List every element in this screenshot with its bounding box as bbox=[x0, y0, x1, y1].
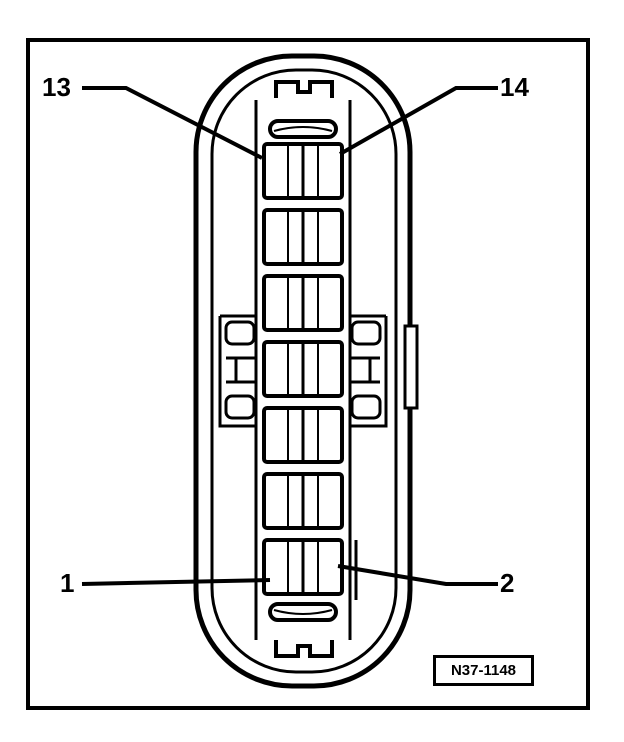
cavity-row-1 bbox=[262, 538, 344, 596]
pin-label-14: 14 bbox=[500, 72, 529, 102]
figure-border bbox=[26, 38, 590, 710]
connector-housing-icon bbox=[193, 53, 419, 689]
pin-label-13: 13 bbox=[42, 72, 71, 102]
pin-cavities bbox=[262, 142, 344, 596]
pin-label-1: 1 bbox=[60, 568, 75, 598]
leader-lines bbox=[81, 86, 498, 586]
leader-line-1 bbox=[81, 578, 271, 586]
cavity-row-3 bbox=[262, 406, 344, 464]
cavity-row-6 bbox=[262, 208, 344, 266]
figure-reference-box: N37-1148 bbox=[433, 655, 534, 686]
leader-line-14 bbox=[339, 86, 498, 156]
figure-reference-code: N37-1148 bbox=[450, 662, 517, 679]
cavity-row-7 bbox=[262, 142, 344, 200]
leader-line-13 bbox=[82, 86, 263, 160]
cavity-row-4 bbox=[262, 340, 344, 398]
pin-label-2: 2 bbox=[500, 568, 515, 598]
leader-line-2 bbox=[337, 564, 498, 586]
cavity-row-2 bbox=[262, 472, 344, 530]
cavity-row-5 bbox=[262, 274, 344, 332]
